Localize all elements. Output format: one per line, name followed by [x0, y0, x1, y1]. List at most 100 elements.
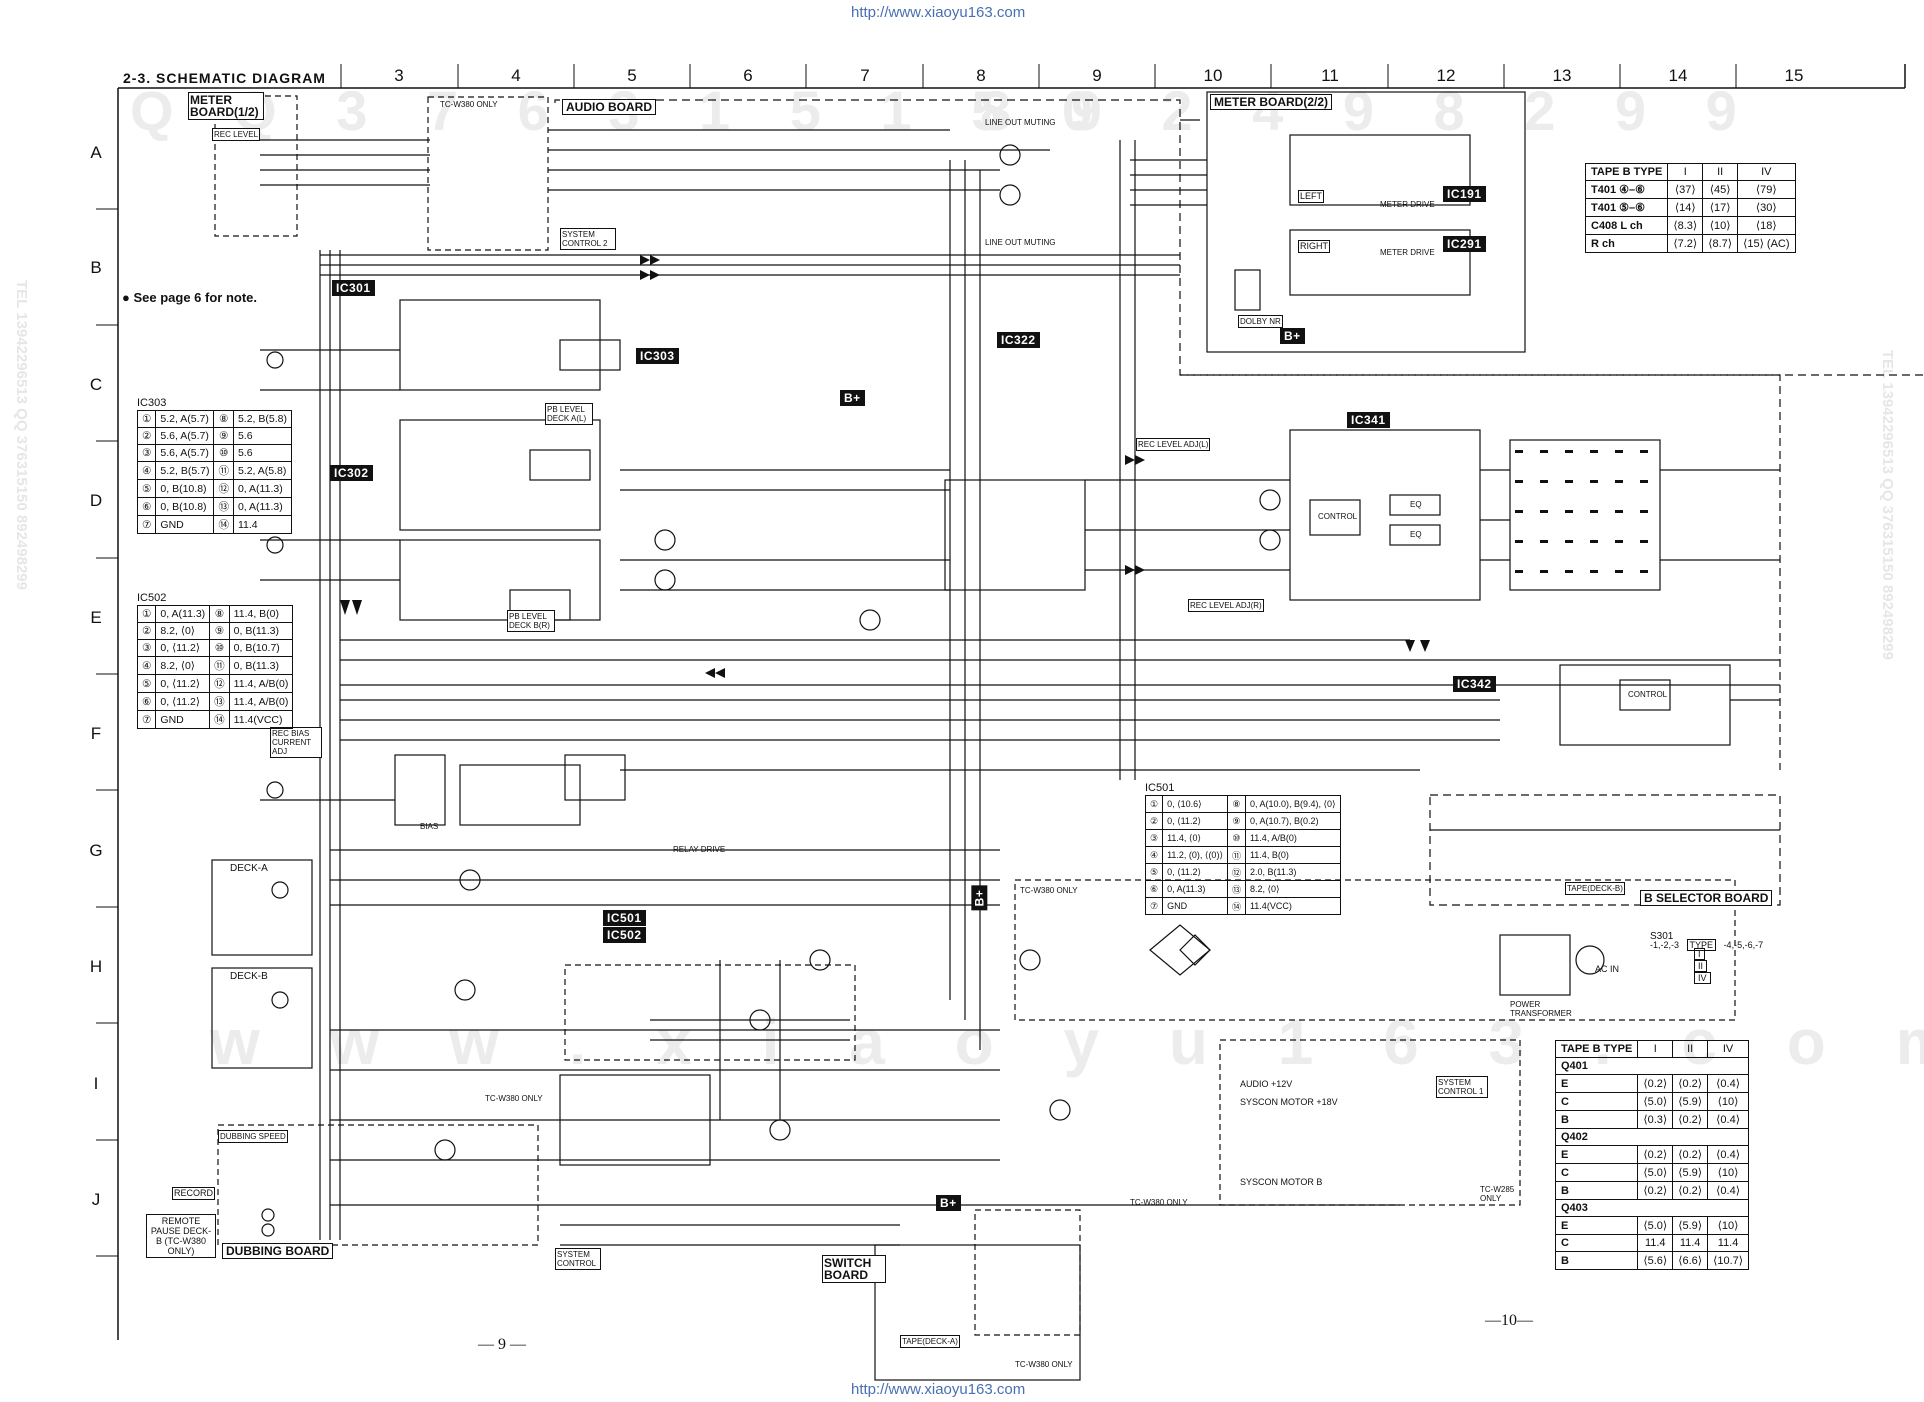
ic501-cell: ② — [1144, 812, 1164, 830]
s301-row-1: I — [1694, 948, 1763, 960]
tape-bottom-cell: E — [1554, 1216, 1639, 1235]
ic303-cell: ⑥ — [136, 497, 157, 516]
ic303-table-title: IC303 — [137, 397, 167, 409]
audio-board-label: AUDIO BOARD — [562, 99, 656, 115]
col-9: 9 — [1092, 66, 1102, 85]
page-number-left: — 9 — — [478, 1336, 526, 1353]
ic502-cell: ⑪ — [209, 656, 230, 675]
power-transformer-label: POWER TRANSFORMER — [1510, 1000, 1572, 1018]
ic303-cell: 0, B(10.8) — [155, 497, 215, 516]
col-10: 10 — [1203, 66, 1223, 85]
tape-top-cell: ⟨79⟩ — [1737, 180, 1796, 199]
ic501-cell: ③ — [1144, 829, 1164, 847]
tape-bottom-cell: ⟨0.4⟩ — [1707, 1181, 1750, 1200]
ic502-cell: ⑨ — [209, 622, 230, 640]
ic502-table-title: IC502 — [137, 592, 167, 604]
ic303-cell: 5.2, B(5.8) — [232, 410, 292, 428]
col-8: 8 — [976, 66, 986, 85]
ic342-label: IC342 — [1453, 676, 1496, 692]
tape-top-cell: ⟨7.2⟩ — [1667, 234, 1704, 253]
system-control-1-label: SYSTEM CONTROL 1 — [1436, 1076, 1488, 1098]
page-number-right: —10— — [1485, 1312, 1533, 1329]
ic502-cell: 11.4, A/B(0) — [228, 674, 294, 693]
tape-bottom-cell: ⟨0.2⟩ — [1637, 1074, 1674, 1093]
ic303-cell: ④ — [136, 461, 157, 480]
ic502-cell: 0, ⟨11.2⟩ — [155, 692, 211, 711]
ic501-cell: 0, ⟨11.2⟩ — [1162, 863, 1228, 881]
tape-top-cell: ⟨18⟩ — [1737, 216, 1796, 235]
tape-bottom-cell: C — [1554, 1163, 1639, 1182]
tape-bottom-cell: E — [1554, 1074, 1639, 1093]
section-title: 2-3. SCHEMATIC DIAGRAM — [123, 70, 326, 86]
tape-bottom-cell: E — [1554, 1145, 1639, 1164]
ic502-cell: 0, ⟨11.2⟩ — [155, 674, 211, 693]
col-14: 14 — [1668, 66, 1688, 85]
tc-w285-only-label: TC-W285 ONLY — [1480, 1185, 1515, 1203]
col-4: 4 — [511, 66, 521, 85]
row-j: J — [91, 1190, 101, 1209]
tape-bottom-cell: ⟨5.0⟩ — [1637, 1163, 1674, 1182]
ic501-cell: ⑫ — [1226, 863, 1246, 881]
ic501-cell: 0, ⟨11.2⟩ — [1162, 812, 1228, 830]
audio-12v-label: AUDIO +12V — [1240, 1079, 1293, 1089]
ic341-label: IC341 — [1347, 412, 1390, 428]
rec-level-adj-l-label: REC LEVEL ADJ(L) — [1136, 438, 1211, 451]
tape-bottom-cell: ⟨0.4⟩ — [1707, 1074, 1750, 1093]
ic502-cell: 0, B(10.7) — [228, 639, 294, 657]
s301-label: S301 — [1650, 931, 1674, 942]
remote-pause-label: REMOTE PAUSE DECK-B (TC-W380 ONLY) — [146, 1214, 216, 1258]
meter-board-2-label: METER BOARD(2/2) — [1210, 94, 1333, 110]
tape-bottom-header-cell: TAPE B TYPE — [1554, 1040, 1639, 1058]
rec-level-label: REC LEVEL — [212, 128, 261, 141]
ic502-cell: ⑬ — [209, 692, 230, 711]
bplus-label-2: B+ — [1280, 328, 1305, 344]
ic501-cell: ⑪ — [1226, 846, 1246, 864]
ic303-cell: 11.4 — [232, 515, 292, 534]
tape-bottom-cell: ⟨5.6⟩ — [1637, 1251, 1674, 1270]
tape-top-cell: C408 L ch — [1584, 216, 1669, 235]
tc-w380-only-label-1: TC-W380 ONLY — [440, 100, 498, 109]
tape-bottom-cell: ⟨5.9⟩ — [1672, 1216, 1709, 1235]
s301-header: -1,-2,-3 TYPE -4,-5,-6,-7 — [1650, 939, 1763, 951]
ic502-cell: ⑫ — [209, 674, 230, 693]
col-13: 13 — [1552, 66, 1572, 85]
ic301-label: IC301 — [332, 280, 375, 296]
system-control-2-label: SYSTEM CONTROL 2 — [560, 228, 616, 250]
syscon-18v-label: SYSCON MOTOR +18V — [1240, 1097, 1338, 1107]
ic303-cell: ⑫ — [213, 479, 234, 498]
ic502-cell: 8.2, ⟨0⟩ — [155, 622, 211, 640]
tape-top-cell: ⟨14⟩ — [1667, 198, 1704, 217]
ic303-cell: 5.2, A(5.7) — [155, 410, 215, 428]
tc-w380-only-label-5: TC-W380 ONLY — [485, 1094, 543, 1103]
tc-w380-only-label-4: TC-W380 ONLY — [1015, 1360, 1073, 1369]
tape-bottom-cell: ⟨10⟩ — [1707, 1216, 1750, 1235]
tape-bottom-cell: 11.4 — [1672, 1234, 1709, 1252]
page-note: ● See page 6 for note. — [122, 290, 258, 305]
b-selector-board-label: B SELECTOR BOARD — [1640, 890, 1773, 906]
tape-top-cell: ⟨30⟩ — [1737, 198, 1796, 217]
ic502-cell: ⑭ — [209, 710, 230, 729]
control-label-2: CONTROL — [1628, 690, 1668, 699]
tc-w380-only-label-3: TC-W380 ONLY — [1130, 1198, 1188, 1207]
ic322-label: IC322 — [997, 332, 1040, 348]
tape-bottom-header-cell: IV — [1707, 1040, 1750, 1058]
ic502-cell: ⑤ — [136, 674, 157, 693]
ic501-cell: 11.4, A/B(0) — [1244, 829, 1341, 847]
dubbing-speed-label: DUBBING SPEED — [218, 1130, 288, 1143]
ic303-cell: 5.6 — [232, 444, 292, 462]
tape-top-header-cell: IV — [1737, 163, 1796, 181]
ic502-cell: ⑧ — [209, 605, 230, 623]
tc-w380-only-label-2: TC-W380 ONLY — [1020, 886, 1078, 895]
row-a: A — [90, 143, 102, 162]
tape-bottom-group-label: Q402 — [1554, 1128, 1750, 1146]
ic302-label: IC302 — [330, 465, 373, 481]
